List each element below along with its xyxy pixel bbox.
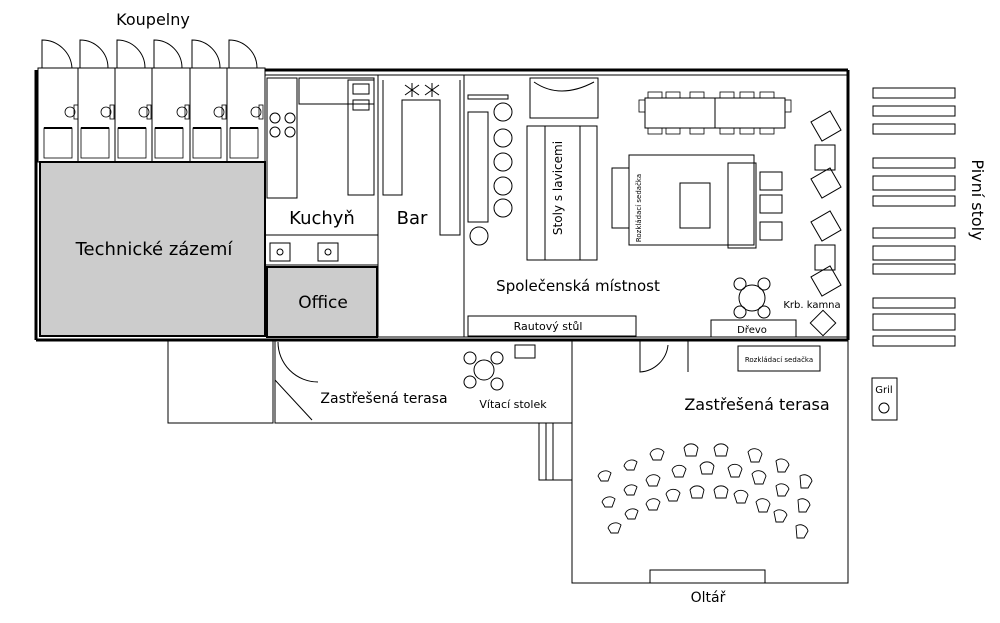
office-room <box>266 266 378 338</box>
terraces <box>167 339 849 584</box>
label-covered-terrace-right: Zastřešená terasa <box>684 395 829 414</box>
label-tables-benches: Stoly s lavicemi <box>551 141 565 235</box>
ceremony-chairs <box>597 443 813 539</box>
label-altar: Oltář <box>691 590 726 606</box>
label-bathrooms: Koupelny <box>116 10 190 29</box>
label-bar: Bar <box>397 208 428 229</box>
bathrooms <box>37 39 266 163</box>
social-room <box>463 74 849 338</box>
technical-room <box>39 161 266 337</box>
label-covered-terrace-left: Zastřešená terasa <box>320 391 447 407</box>
label-social-room: Společenská místnost <box>496 277 660 295</box>
label-grill: Gril <box>875 385 892 396</box>
bar <box>377 74 465 338</box>
label-kitchen: Kuchyň <box>289 208 355 229</box>
label-wood: Dřevo <box>737 324 767 336</box>
label-sofa-bed-terrace: Rozkládací sedačka <box>745 356 813 364</box>
beer-tables <box>872 87 956 347</box>
label-buffet: Rautový stůl <box>514 320 583 333</box>
label-office: Office <box>298 293 348 313</box>
label-welcome-table: Vítací stolek <box>479 398 547 411</box>
kitchen <box>264 74 379 266</box>
grill <box>871 377 898 421</box>
label-fireplace: Krb. kamna <box>783 300 840 311</box>
label-technical: Technické zázemí <box>75 239 234 260</box>
label-sofa-bed-left: Rozkládací sedačka <box>635 174 643 242</box>
label-beer-tables: Pivní stoly <box>968 159 987 240</box>
